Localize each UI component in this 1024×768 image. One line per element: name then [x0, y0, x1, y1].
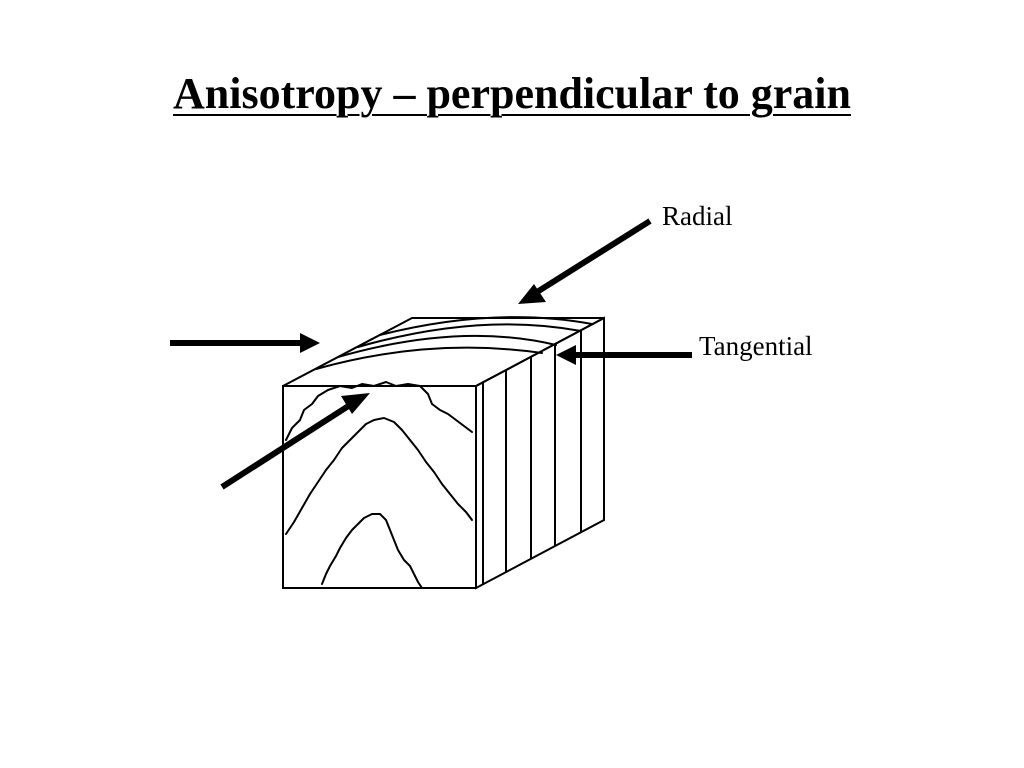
block-front-face	[282, 381, 477, 589]
top-ring-1	[315, 346, 543, 370]
radial-label: Radial	[662, 201, 732, 231]
top-ring-3	[357, 323, 582, 348]
slide-title: Anisotropy – perpendicular to grain	[173, 69, 851, 118]
top-ring-2	[337, 334, 557, 358]
end-ring-middle	[285, 417, 473, 535]
tangential-arrow-icon	[556, 345, 692, 365]
block-side-face	[475, 316, 605, 590]
top-ring-4	[379, 316, 593, 336]
end-ring-inner	[321, 513, 423, 589]
arrow-lower-left-icon	[220, 393, 370, 490]
end-ring-outer	[285, 381, 473, 441]
radial-arrow-icon	[518, 218, 652, 304]
arrow-left-icon	[170, 333, 320, 353]
tangential-label: Tangential	[699, 331, 813, 361]
